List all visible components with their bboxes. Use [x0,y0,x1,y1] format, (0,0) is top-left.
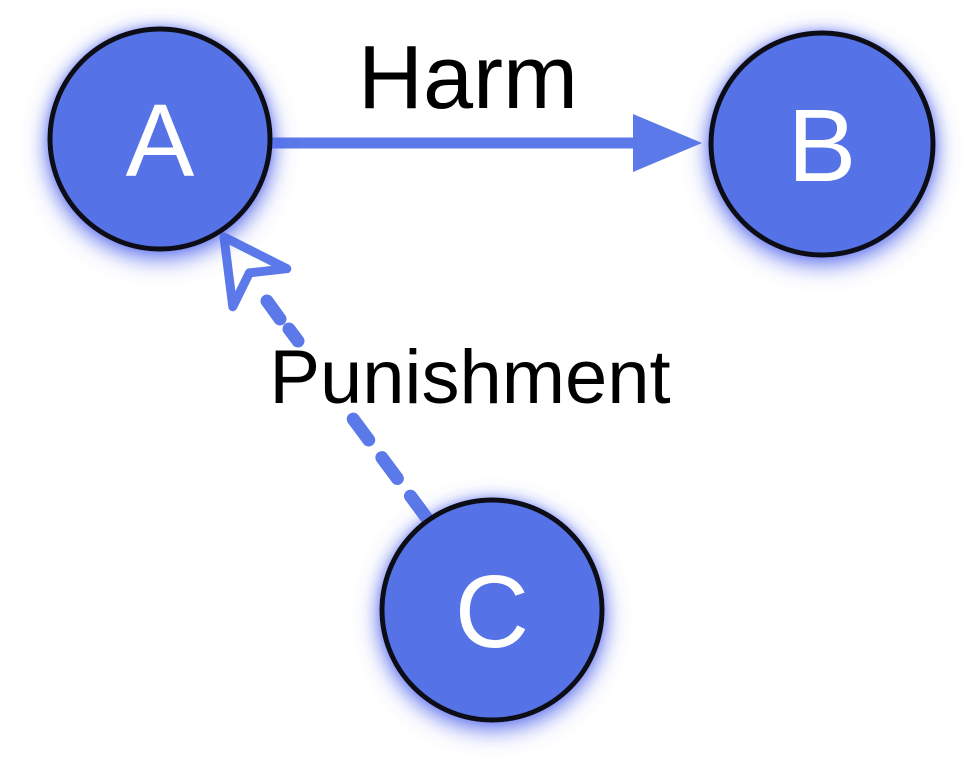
node-a-circle [47,26,273,252]
edge-punishment: Punishment [219,232,671,524]
node-c-label: C [455,554,529,669]
harm-arrowhead-icon [633,114,702,172]
punishment-edge-dash-stub [260,294,287,326]
node-b: B [708,30,936,258]
punishment-arrowhead-icon [219,232,292,312]
edge-harm: Harm [271,28,702,172]
node-a-label: A [126,83,195,198]
node-b-circle [708,30,936,258]
harm-edge-label: Harm [358,28,578,128]
node-b-label: B [788,88,857,203]
punishment-edge-dashed-line [338,401,433,524]
punishment-edge-dash-stub [282,322,305,348]
punishment-edge-label: Punishment [269,335,670,420]
node-a: A [47,26,273,252]
node-c-circle [379,497,605,723]
node-c: C [379,497,605,723]
